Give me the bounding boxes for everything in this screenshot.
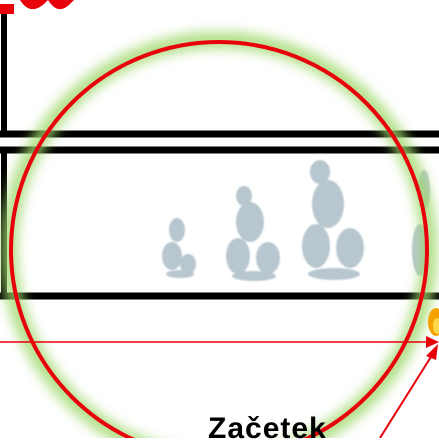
lower-frame [0, 150, 439, 296]
figure-medium [226, 186, 280, 281]
figure-group [162, 160, 430, 281]
figure-small [162, 218, 196, 278]
figure-large [302, 160, 364, 280]
circle-halo [9, 40, 429, 438]
top-edge-marks [0, 0, 74, 14]
flame-shape [428, 308, 439, 336]
start-label: Začetek [208, 414, 327, 444]
highlight-circle [11, 42, 427, 438]
